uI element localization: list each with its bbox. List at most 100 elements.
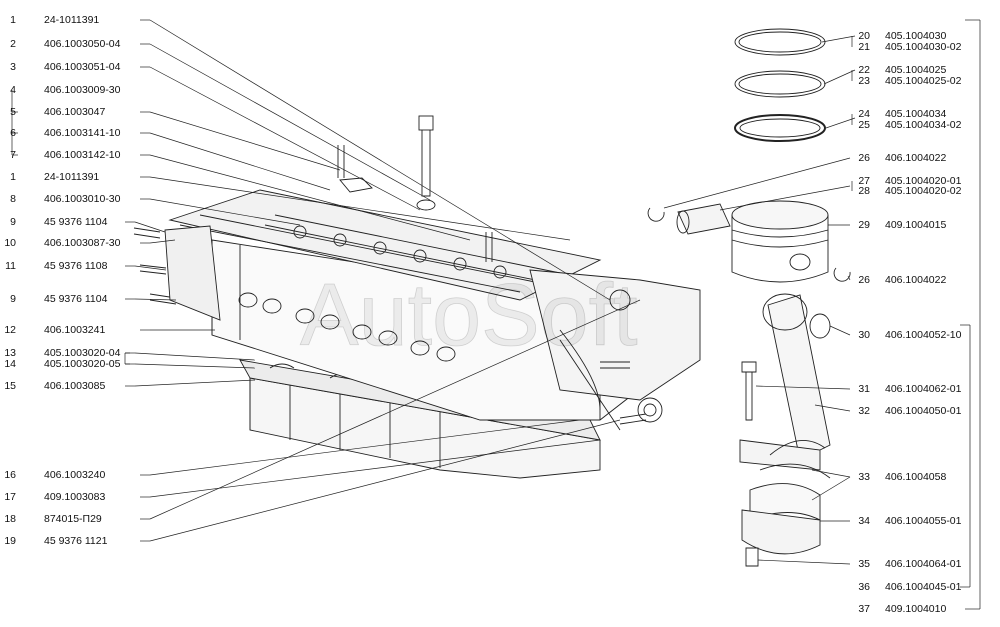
callout-part-number: 406.1003050-04 (44, 38, 121, 50)
callout-part-number: 406.1004058 (885, 471, 947, 483)
leader-line (149, 239, 176, 244)
callout-part-number: 406.1003141-10 (44, 127, 121, 139)
leader-line (149, 111, 341, 171)
leader-line (829, 325, 851, 336)
leader-line (755, 385, 851, 390)
leader-line (149, 299, 641, 520)
callout-part-number: 45 9376 1121 (44, 535, 108, 547)
leader-line (134, 265, 167, 271)
callout-number: 21 (858, 41, 870, 53)
callout-number: 31 (858, 383, 870, 395)
leader-line (814, 404, 851, 412)
callout-number: 16 (4, 469, 16, 481)
leader-line (811, 469, 851, 478)
callout-part-number: 406.1004022 (885, 274, 947, 286)
callout-number: 17 (4, 491, 16, 503)
leader-line (823, 69, 856, 85)
leader-line (847, 275, 851, 281)
callout-number: 32 (858, 405, 870, 417)
leader-line (149, 439, 601, 498)
callout-part-number: 405.1004030-02 (885, 41, 962, 53)
callout-part-number: 406.1003047 (44, 106, 106, 118)
callout-number: 1 (10, 14, 16, 26)
callout-number: 30 (858, 329, 870, 341)
callout-part-number: 409.1004015 (885, 219, 947, 231)
leader-line (149, 154, 471, 241)
leader-line (149, 66, 421, 211)
callout-number: 23 (858, 75, 870, 87)
callout-part-number: 406.1004050-01 (885, 405, 962, 417)
pin-clip-left (647, 207, 665, 222)
callout-number: 28 (858, 185, 870, 197)
leader-line (149, 43, 431, 201)
callout-part-number: 406.1004062-01 (885, 383, 962, 395)
callout-number: 37 (858, 603, 870, 615)
callout-number: 29 (858, 219, 870, 231)
callout-number: 12 (4, 324, 16, 336)
callout-part-number: 406.1004052-10 (885, 329, 962, 341)
leader-line (149, 132, 331, 191)
callout-part-number: 406.1003010-30 (44, 193, 121, 205)
callout-part-number: 24-1011391 (44, 171, 100, 183)
leader-line (811, 476, 851, 501)
callout-part-number: 405.1004030 (885, 30, 947, 42)
callout-number: 11 (5, 260, 16, 272)
callout-part-number: 405.1004020-01 (885, 175, 962, 187)
callout-number: 13 (4, 347, 16, 359)
callout-part-number: 405.1003020-04 (44, 347, 121, 359)
callout-number: 5 (10, 106, 16, 118)
callout-part-number: 409.1004010 (885, 603, 947, 615)
callout-part-number: 406.1003087-30 (44, 237, 121, 249)
leader-line (149, 19, 611, 301)
pin-clip-right (833, 267, 851, 282)
callout-part-number: 409.1003083 (44, 491, 106, 503)
leader-line (825, 117, 856, 129)
cylinder-head-drawing (133, 115, 701, 479)
callout-number: 7 (10, 149, 16, 161)
callout-number: 20 (858, 30, 870, 42)
piston-ring-1 (734, 28, 826, 56)
callout-number: 27 (858, 175, 870, 187)
intake-ports (238, 292, 456, 362)
callout-part-number: 405.1003020-05 (44, 358, 121, 370)
callout-part-number: 406.1004055-01 (885, 515, 962, 527)
callout-part-number: 406.1004064-01 (885, 558, 962, 570)
leader-line (134, 298, 177, 301)
callout-part-number: 24-1011391 (44, 14, 100, 26)
leader-line (663, 157, 851, 209)
callout-part-number: 406.1003085 (44, 380, 106, 392)
callout-number: 10 (4, 237, 16, 249)
callout-number: 18 (4, 513, 16, 525)
callout-number: 34 (858, 515, 870, 527)
callout-part-number: 405.1004025 (885, 64, 947, 76)
callout-part-number: 405.1004034-02 (885, 119, 962, 131)
leader-line (149, 176, 571, 241)
callout-number: 22 (858, 64, 870, 76)
leader-lines (11, 19, 981, 610)
callout-number: 25 (858, 119, 870, 131)
leader-line (719, 185, 851, 211)
callout-number: 24 (858, 108, 870, 120)
leader-line (149, 198, 301, 226)
callout-number: 9 (10, 216, 16, 228)
callout-part-number: 406.1004045-01 (885, 581, 962, 593)
leader-line (134, 221, 166, 233)
callout-number: 15 (4, 380, 16, 392)
callout-part-number: 406.1003240 (44, 469, 106, 481)
callout-part-number: 406.1003142-10 (44, 149, 121, 161)
callout-number: 9 (10, 293, 16, 305)
callout-number: 33 (858, 471, 870, 483)
callout-part-number: 45 9376 1104 (44, 293, 108, 305)
callout-part-number: 406.1003009-30 (44, 84, 121, 96)
callout-part-number: 45 9376 1104 (44, 216, 108, 228)
callout-number: 35 (858, 558, 870, 570)
callout-number: 1 (10, 171, 16, 183)
piston-assembly-drawing (647, 28, 851, 567)
callout-part-number: 406.1003241 (44, 324, 106, 336)
callout-number: 2 (10, 38, 16, 50)
callout-number: 26 (858, 274, 870, 286)
head-bolts (337, 115, 493, 262)
leader-line (134, 363, 256, 369)
callout-part-number: 45 9376 1108 (44, 260, 108, 272)
